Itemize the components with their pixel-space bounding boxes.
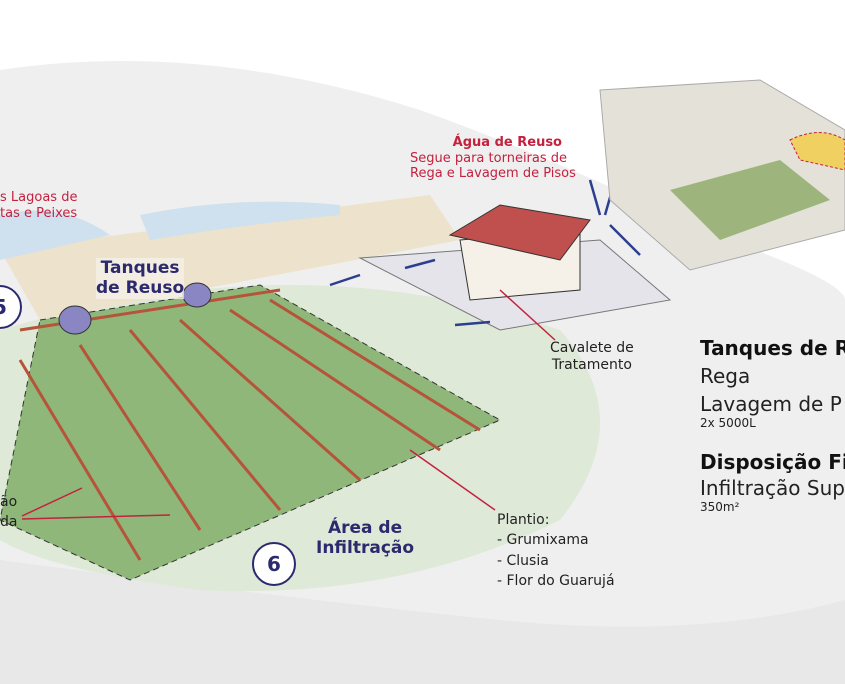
cavalete-line-2: Tratamento (551, 356, 632, 373)
reuse-tank-1 (58, 305, 92, 335)
lagoas-label: s Lagoas de tas e Peixes (0, 190, 77, 221)
area-number-badge: 6 (252, 542, 296, 586)
area-line-1: Área de (327, 518, 403, 538)
pond-2 (140, 201, 340, 240)
agua-reuso-desc-2: Rega e Lavagem de Pisos (410, 166, 576, 182)
summary-use: Rega (700, 364, 751, 388)
plantio-item: - Flor do Guarujá (497, 572, 615, 589)
tanques-reuso-label: Tanques de Reuso (96, 258, 185, 299)
plantio-item: - Grumixama (497, 532, 589, 549)
cavalete-label: Cavalete de Tratamento (550, 340, 634, 374)
tanques-line-1: Tanques (100, 258, 180, 278)
reuse-tank-2 (182, 282, 212, 308)
summary-method: Infiltração Sup (700, 476, 845, 501)
lagoas-line-2: tas e Peixes (0, 205, 78, 221)
site-map-thumbnail (599, 79, 845, 271)
pipe-lines (18, 288, 481, 561)
agua-reuso-desc-1: Segue para torneiras de (410, 150, 568, 166)
summary-area: 350m² (700, 500, 740, 515)
tanques-line-2: de Reuso (96, 278, 185, 299)
cavalete-line-1: Cavalete de (550, 340, 634, 356)
plantio-label: Plantio: - Grumixama - Clusia - Flor do … (497, 510, 615, 591)
treatment-house (448, 204, 591, 301)
summary-capacity: 2x 5000L (700, 416, 756, 430)
left-cut-line-2: da (0, 513, 18, 530)
left-cut-label: ão da (0, 493, 17, 532)
summary-use: Lavagem de P (700, 392, 842, 416)
summary-panel: Tanques de R Rega Lavagem de P 2x 5000L … (700, 336, 845, 515)
plantio-leader (409, 449, 496, 511)
plantio-title: Plantio: (497, 512, 550, 528)
summary-tanques-title: Tanques de R (700, 336, 845, 360)
lower-blob (0, 560, 845, 684)
agua-reuso-label: Água de Reuso Segue para torneiras de Re… (410, 135, 576, 182)
cavalete-leader (499, 289, 556, 341)
summary-disposicao-title: Disposição Fi (700, 450, 845, 475)
left-leader-1 (21, 487, 83, 517)
lagoas-line-1: s Lagoas de (0, 190, 78, 205)
left-leader-2 (21, 514, 171, 520)
pond (0, 210, 110, 260)
plantio-item: - Clusia (497, 552, 549, 569)
agua-reuso-title: Água de Reuso (452, 135, 562, 150)
left-cut-line-1: ão (0, 494, 18, 510)
area-infiltracao-label: Área de Infiltração (316, 518, 414, 559)
infiltration-field (0, 284, 502, 581)
area-line-2: Infiltração (316, 538, 415, 559)
